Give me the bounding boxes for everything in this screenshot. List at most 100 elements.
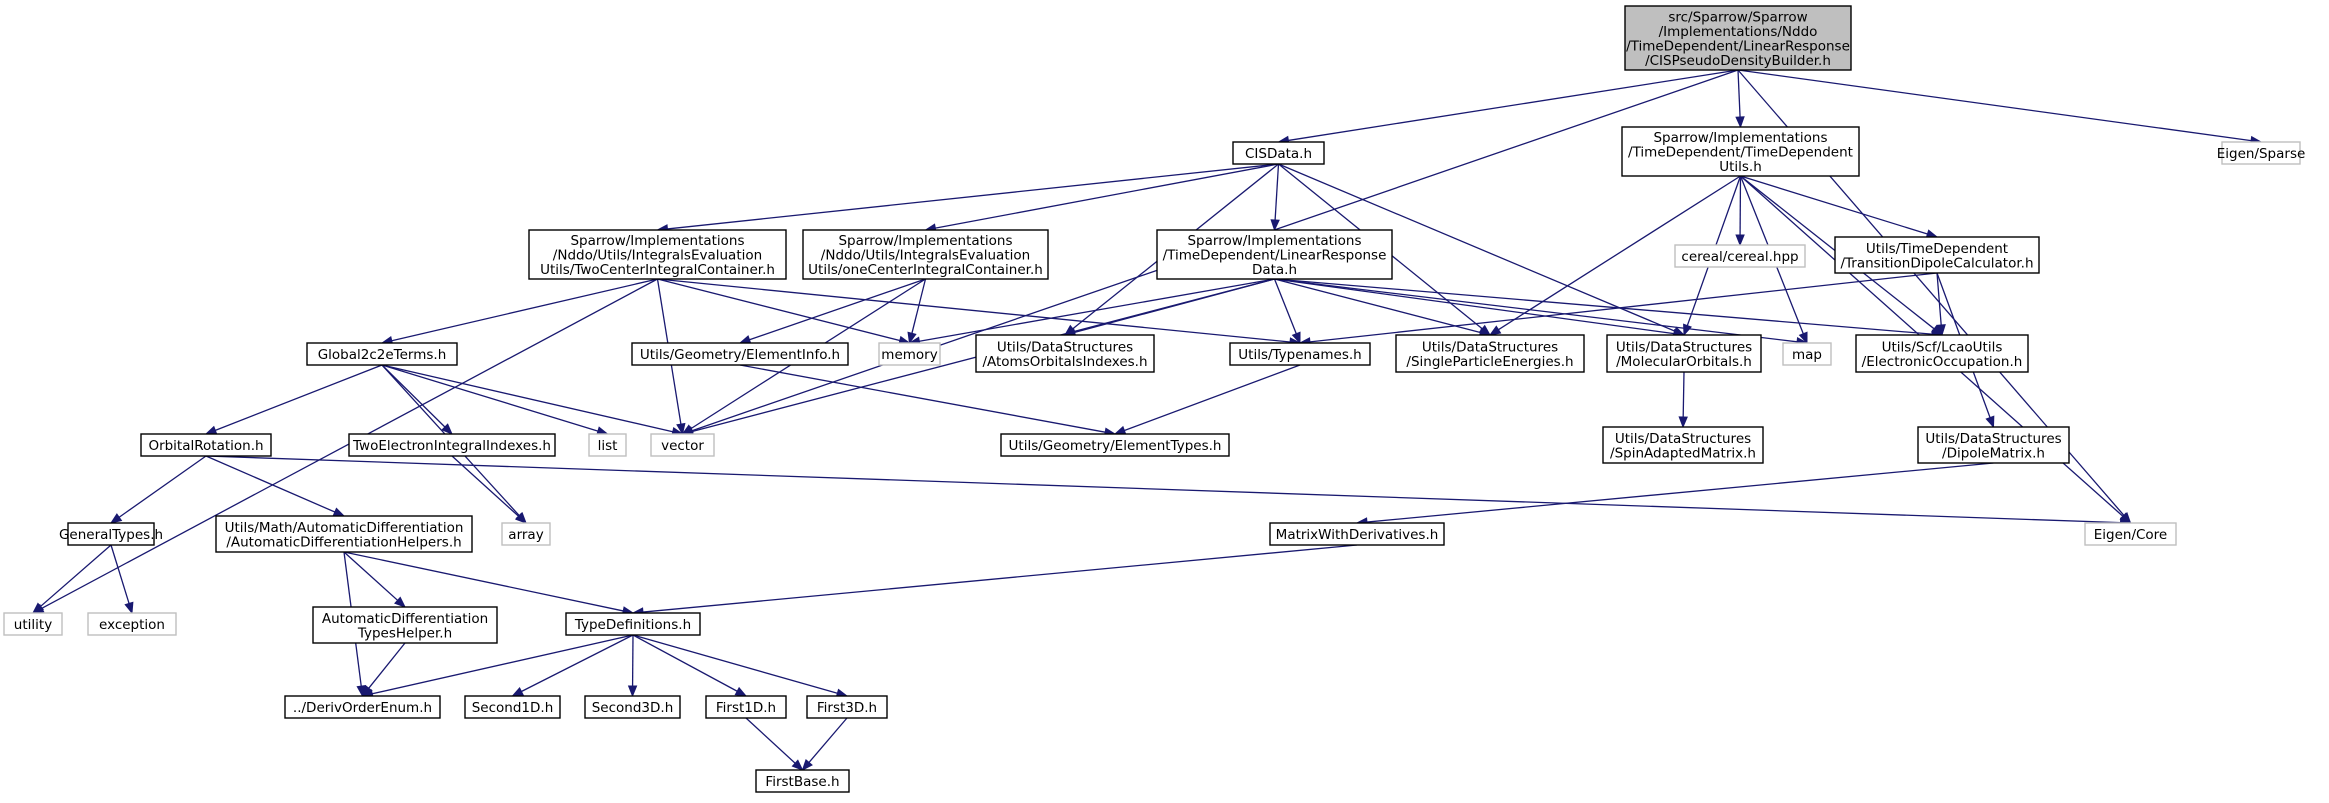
arrowhead-icon	[332, 507, 346, 517]
node-box	[2084, 522, 2177, 546]
node-tdutils[interactable]: Sparrow/Implementations/TimeDependent/Ti…	[1621, 126, 1860, 177]
node-orbrot[interactable]: OrbitalRotation.h	[140, 433, 272, 457]
node-box	[312, 606, 498, 644]
node-box	[1602, 426, 1764, 464]
arrowhead-icon	[1270, 219, 1280, 232]
node-atomsorb[interactable]: Utils/DataStructures/AtomsOrbitalsIndexe…	[975, 334, 1155, 373]
edge-cisdata-to-lrdata	[1274, 163, 1280, 221]
node-label: Utils/Geometry/ElementTypes.h	[1009, 438, 1222, 454]
node-label: memory	[881, 347, 937, 363]
node-label: Sparrow/Implementations	[1653, 130, 1827, 146]
node-box	[1782, 342, 1832, 366]
node-label: Global2c2eTerms.h	[318, 347, 447, 363]
node-box	[464, 695, 561, 719]
node-label: First3D.h	[817, 700, 877, 716]
edge-molorb-to-spinadapted	[1682, 371, 1685, 418]
node-autodiffhelpers[interactable]: Utils/Math/AutomaticDifferentiation/Auto…	[215, 515, 473, 553]
edge-first1d-to-firstbase	[745, 717, 796, 764]
node-twocenter[interactable]: Sparrow/Implementations/Nddo/Utils/Integ…	[528, 229, 787, 280]
node-first3d[interactable]: First3D.h	[806, 695, 888, 719]
arrowhead-icon	[1113, 425, 1127, 435]
node-label: map	[1792, 347, 1822, 363]
node-molorb[interactable]: Utils/DataStructures/MolecularOrbitals.h	[1606, 334, 1762, 373]
node-map: map	[1782, 342, 1832, 366]
node-label: /AtomsOrbitalsIndexes.h	[982, 354, 1147, 370]
node-spinadapted[interactable]: Utils/DataStructures/SpinAdaptedMatrix.h	[1602, 426, 1764, 464]
node-global2c2e[interactable]: Global2c2eTerms.h	[306, 342, 458, 366]
node-box	[215, 515, 473, 553]
node-label: TypesHelper.h	[357, 625, 452, 641]
node-box	[140, 433, 272, 457]
node-cisdata[interactable]: CISData.h	[1232, 141, 1325, 165]
node-box	[67, 522, 155, 546]
node-matrixwd[interactable]: MatrixWithDerivatives.h	[1269, 522, 1445, 546]
node-label: /SingleParticleEnergies.h	[1406, 354, 1573, 370]
node-tdc[interactable]: Utils/TimeDependent/TransitionDipoleCalc…	[1834, 236, 2040, 274]
node-label: FirstBase.h	[765, 774, 839, 790]
node-elementinfo[interactable]: Utils/Geometry/ElementInfo.h	[631, 342, 849, 366]
node-derivorder[interactable]: ../DerivOrderEnum.h	[284, 695, 441, 719]
node-elementtypes[interactable]: Utils/Geometry/ElementTypes.h	[1000, 433, 1230, 457]
node-label: exception	[99, 617, 165, 633]
node-first1d[interactable]: First1D.h	[705, 695, 787, 719]
node-lrdata[interactable]: Sparrow/Implementations/TimeDependent/Li…	[1156, 229, 1393, 280]
edge-cisdata-to-molorb	[1278, 163, 1676, 332]
edge-orbrot-to-generaltypes	[118, 455, 207, 518]
edge-lrdata-to-typenames	[1273, 278, 1297, 334]
node-root[interactable]: src/Sparrow/Sparrow/Implementations/Nddo…	[1624, 5, 1852, 71]
edge-global2c2e-to-list	[381, 364, 599, 432]
edge-tdutils-to-singleparticle	[1498, 175, 1741, 331]
node-box	[2221, 141, 2301, 165]
node-dipolematrix[interactable]: Utils/DataStructures/DipoleMatrix.h	[1917, 426, 2070, 464]
node-box	[1855, 334, 2029, 373]
node-box	[1232, 141, 1325, 165]
edge-typedefs-to-first1d	[632, 634, 738, 692]
node-box	[528, 229, 787, 280]
node-label: /Nddo/Utils/IntegralsEvaluation	[553, 248, 762, 264]
node-label: Sparrow/Implementations	[838, 233, 1012, 249]
node-label: /TimeDependent/LinearResponse	[1626, 38, 1850, 54]
edge-onecenter-to-memory	[911, 278, 927, 334]
node-vector: vector	[650, 433, 715, 457]
arrowhead-icon	[109, 513, 123, 524]
edge-cisdata-to-onecenter	[935, 163, 1279, 229]
node-elecocc[interactable]: Utils/Scf/LcaoUtils/ElectronicOccupation…	[1855, 334, 2029, 373]
edge-tdutils-to-tdc	[1740, 175, 1928, 235]
node-label: AutomaticDifferentiation	[322, 611, 488, 627]
node-label: Second1D.h	[472, 700, 554, 716]
node-exception: exception	[87, 612, 177, 636]
node-label: /ElectronicOccupation.h	[1862, 354, 2023, 370]
node-label: Utils/Typenames.h	[1238, 347, 1361, 363]
node-label: vector	[661, 438, 704, 454]
node-onecenter[interactable]: Sparrow/Implementations/Nddo/Utils/Integ…	[802, 229, 1049, 280]
node-eigen_sparse: Eigen/Sparse	[2217, 141, 2305, 165]
node-typenames[interactable]: Utils/Typenames.h	[1229, 342, 1371, 366]
edge-global2c2e-to-teiidx	[381, 364, 446, 428]
node-typedefs[interactable]: TypeDefinitions.h	[565, 612, 701, 636]
node-label: Utils.h	[1719, 159, 1762, 175]
node-label: /TimeDependent/LinearResponse	[1163, 248, 1387, 264]
node-label: Sparrow/Implementations	[1187, 233, 1361, 249]
edge-lrdata-to-memory	[919, 278, 1275, 342]
node-box	[588, 433, 627, 457]
arrowhead-icon	[204, 425, 218, 435]
node-box	[3, 612, 63, 636]
edge-lrdata-to-singleparticle	[1274, 278, 1481, 334]
node-label: Utils/TwoCenterIntegralContainer.h	[540, 262, 775, 278]
node-teiidx[interactable]: TwoElectronIntegralIndexes.h	[348, 433, 556, 457]
node-label: /CISPseudoDensityBuilder.h	[1645, 53, 1831, 69]
edge-matrixwd-to-typedefs	[642, 544, 1358, 613]
node-second1d[interactable]: Second1D.h	[464, 695, 561, 719]
node-generaltypes[interactable]: GeneralTypes.h	[59, 522, 163, 546]
edge-twocenter-to-memory	[657, 278, 900, 342]
node-singleparticle[interactable]: Utils/DataStructures/SingleParticleEnerg…	[1395, 334, 1585, 373]
node-second3d[interactable]: Second3D.h	[584, 695, 681, 719]
node-box	[1621, 126, 1860, 177]
node-label: Utils/Scf/LcaoUtils	[1882, 339, 2003, 355]
node-firstbase[interactable]: FirstBase.h	[755, 769, 850, 793]
edge-onecenter-to-elementinfo	[749, 278, 926, 341]
node-cereal: cereal/cereal.hpp	[1674, 244, 1806, 268]
node-list: list	[588, 433, 627, 457]
